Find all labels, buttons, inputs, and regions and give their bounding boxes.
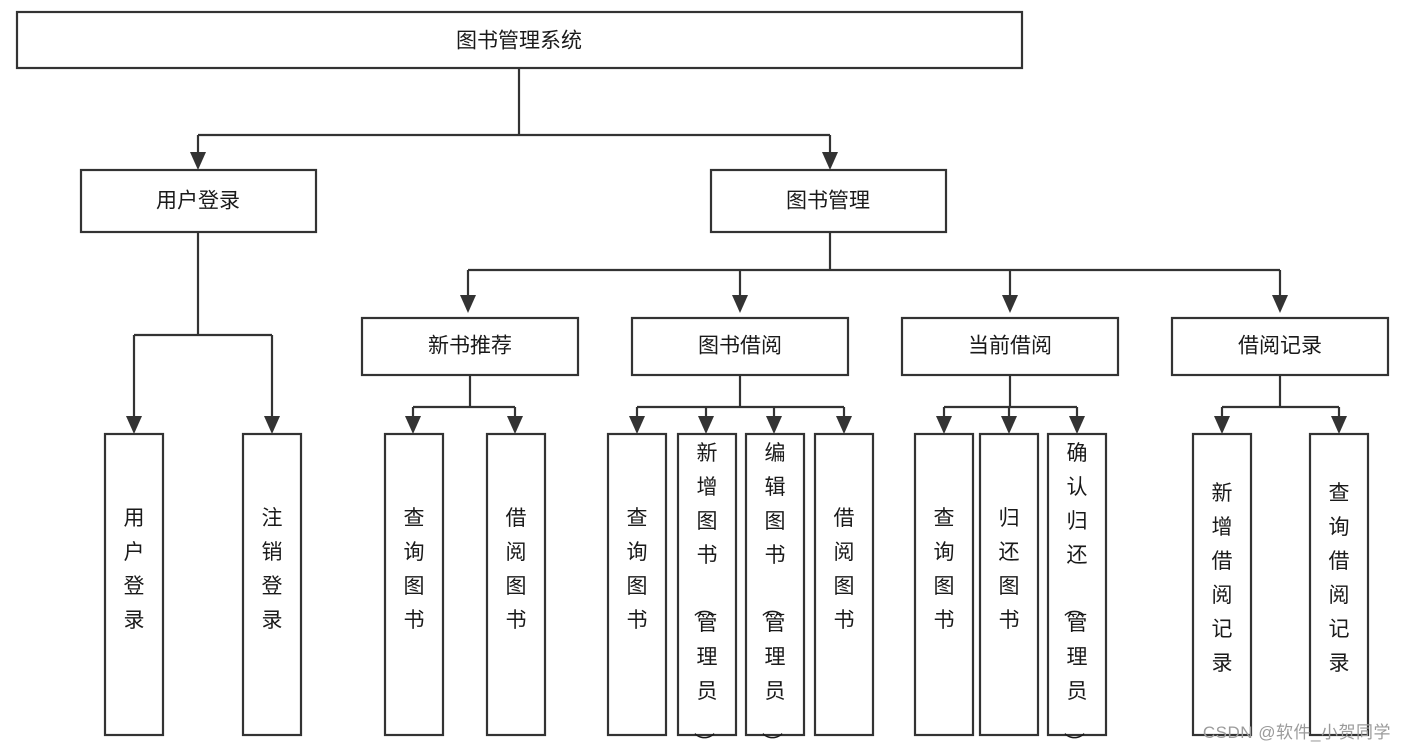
node-new-book-rec-label: 新书推荐 — [428, 335, 512, 358]
node-leaf-confirm-return-box[interactable] — [1046, 432, 1108, 737]
node-leaf-add-book-label: 新增图书（管理员） — [692, 442, 718, 747]
node-user-login-label: 用户登录 — [156, 190, 240, 213]
arrowhead-current-borrow — [1002, 295, 1018, 313]
node-leaf-query-book-3[interactable]: 查询图书 — [913, 432, 975, 737]
node-book-mgmt[interactable]: 图书管理 — [709, 168, 948, 234]
node-leaf-borrow-book-2-box[interactable] — [813, 432, 875, 737]
node-leaf-query-record-label: 查询借阅记录 — [1329, 482, 1350, 675]
node-leaf-borrow-book-1-box[interactable] — [485, 432, 547, 737]
arrowhead-user-login — [190, 152, 206, 170]
arrowhead-leaf-return-book — [1001, 416, 1017, 434]
node-leaf-user-login-box[interactable] — [103, 432, 165, 737]
node-leaf-add-book[interactable]: 新增图书（管理员） — [676, 432, 738, 747]
arrowhead-leaf-query-record — [1331, 416, 1347, 434]
node-leaf-query-book-2-label: 查询图书 — [627, 507, 648, 632]
node-borrow-record-label: 借阅记录 — [1238, 335, 1322, 358]
arrowhead-leaf-borrow-book-1 — [507, 416, 523, 434]
node-leaf-query-record-box[interactable] — [1308, 432, 1370, 737]
node-book-borrow-label: 图书借阅 — [698, 335, 782, 358]
node-book-mgmt-box[interactable] — [709, 168, 948, 234]
arrowhead-leaf-borrow-book-2 — [836, 416, 852, 434]
node-root-label: 图书管理系统 — [456, 30, 582, 53]
node-leaf-add-record-label: 新增借阅记录 — [1212, 482, 1233, 675]
arrowhead-leaf-add-record — [1214, 416, 1230, 434]
node-leaf-edit-book-label: 编辑图书（管理员） — [760, 442, 786, 747]
node-borrow-record[interactable]: 借阅记录 — [1170, 316, 1390, 377]
arrowhead-leaf-add-book — [698, 416, 714, 434]
node-leaf-confirm-return[interactable]: 确认归还（管理员） — [1046, 432, 1108, 747]
node-book-borrow[interactable]: 图书借阅 — [630, 316, 850, 377]
node-leaf-query-book-3-label: 查询图书 — [934, 507, 955, 632]
node-leaf-add-record[interactable]: 新增借阅记录 — [1191, 432, 1253, 737]
node-leaf-return-book-label: 归还图书 — [999, 507, 1020, 632]
arrowhead-new-book-rec — [460, 295, 476, 313]
node-leaf-borrow-book-2-label: 借阅图书 — [834, 507, 855, 632]
node-book-mgmt-label: 图书管理 — [786, 190, 870, 213]
node-leaf-add-book-box[interactable] — [676, 432, 738, 737]
arrowhead-leaf-edit-book — [766, 416, 782, 434]
arrowhead-leaf-user-login — [126, 416, 142, 434]
node-leaf-query-book-2[interactable]: 查询图书 — [606, 432, 668, 737]
node-leaf-query-book-1-box[interactable] — [383, 432, 445, 737]
node-leaf-user-login-label: 用户登录 — [124, 507, 145, 632]
node-current-borrow-label: 当前借阅 — [968, 335, 1052, 358]
node-user-login[interactable]: 用户登录 — [79, 168, 318, 234]
node-leaf-borrow-book-1-label: 借阅图书 — [506, 507, 527, 632]
node-leaf-logout[interactable]: 注销登录 — [241, 432, 303, 737]
arrowhead-borrow-record — [1272, 295, 1288, 313]
arrowhead-leaf-query-book-3 — [936, 416, 952, 434]
node-leaf-edit-book[interactable]: 编辑图书（管理员） — [744, 432, 806, 747]
node-leaf-return-book-box[interactable] — [978, 432, 1040, 737]
node-leaf-query-book-1[interactable]: 查询图书 — [383, 432, 445, 737]
connectors — [126, 68, 1347, 434]
node-leaf-borrow-book-1[interactable]: 借阅图书 — [485, 432, 547, 737]
node-current-borrow[interactable]: 当前借阅 — [900, 316, 1120, 377]
node-leaf-query-book-2-box[interactable] — [606, 432, 668, 737]
node-new-book-rec[interactable]: 新书推荐 — [360, 316, 580, 377]
arrowhead-leaf-query-book-2 — [629, 416, 645, 434]
node-leaf-user-login[interactable]: 用户登录 — [103, 432, 165, 737]
arrowhead-book-mgmt — [822, 152, 838, 170]
node-leaf-logout-label: 注销登录 — [262, 507, 283, 632]
node-current-borrow-box[interactable] — [900, 316, 1120, 377]
arrowhead-leaf-logout — [264, 416, 280, 434]
node-leaf-query-record[interactable]: 查询借阅记录 — [1308, 432, 1370, 737]
node-leaf-logout-box[interactable] — [241, 432, 303, 737]
node-leaf-borrow-book-2[interactable]: 借阅图书 — [813, 432, 875, 737]
node-book-borrow-box[interactable] — [630, 316, 850, 377]
node-user-login-box[interactable] — [79, 168, 318, 234]
arrowhead-leaf-query-book-1 — [405, 416, 421, 434]
node-leaf-add-record-box[interactable] — [1191, 432, 1253, 737]
node-root-box[interactable] — [15, 10, 1024, 70]
node-borrow-record-box[interactable] — [1170, 316, 1390, 377]
node-leaf-query-book-1-label: 查询图书 — [404, 507, 425, 632]
node-leaf-return-book[interactable]: 归还图书 — [978, 432, 1040, 737]
node-new-book-rec-box[interactable] — [360, 316, 580, 377]
arrowhead-leaf-confirm-return — [1069, 416, 1085, 434]
arrowhead-book-borrow — [732, 295, 748, 313]
node-leaf-query-book-3-box[interactable] — [913, 432, 975, 737]
node-leaf-edit-book-box[interactable] — [744, 432, 806, 737]
node-leaf-confirm-return-label: 确认归还（管理员） — [1062, 442, 1088, 747]
node-root[interactable]: 图书管理系统 — [15, 10, 1024, 70]
